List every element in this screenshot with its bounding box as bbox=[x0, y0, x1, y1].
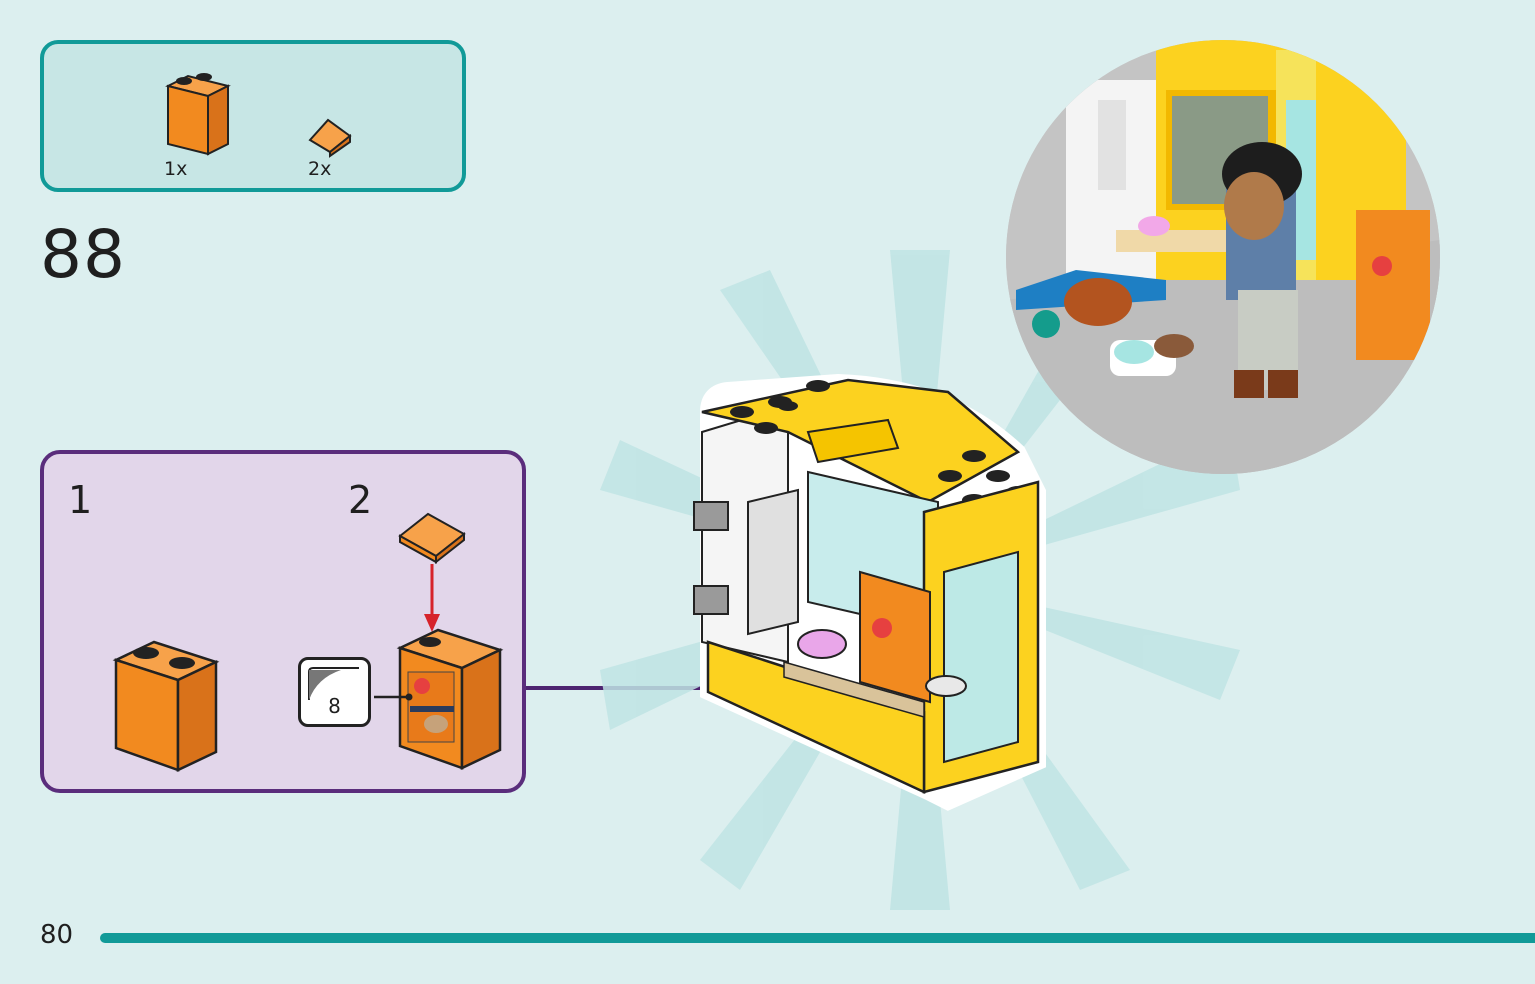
slope-tile-icon bbox=[398, 512, 466, 565]
photo-scene bbox=[1006, 40, 1440, 474]
sticker-callout: 8 bbox=[298, 657, 371, 727]
step-number: 88 bbox=[40, 216, 126, 293]
part-quantity-1: 1x bbox=[164, 158, 188, 180]
substep-label-2: 2 bbox=[348, 478, 373, 522]
orange-brick-icon bbox=[112, 640, 220, 772]
parts-list-box: 1x 2x bbox=[40, 40, 466, 192]
sticker-connector-line bbox=[374, 693, 413, 701]
orange-slope-part-icon bbox=[308, 118, 352, 158]
assembled-model bbox=[693, 373, 1046, 811]
down-arrow-icon bbox=[424, 564, 440, 632]
page-number: 80 bbox=[40, 920, 74, 950]
footer-rule bbox=[100, 933, 1535, 943]
product-photo bbox=[1006, 40, 1440, 474]
substep-label-1: 1 bbox=[68, 478, 93, 522]
sticker-peel-icon bbox=[308, 667, 359, 700]
part-quantity-2: 2x bbox=[308, 158, 332, 180]
orange-brick-part-icon bbox=[165, 73, 231, 156]
substep-box: 1 2 bbox=[40, 450, 526, 793]
sticker-number: 8 bbox=[328, 694, 341, 718]
food-box-icon bbox=[396, 628, 504, 770]
